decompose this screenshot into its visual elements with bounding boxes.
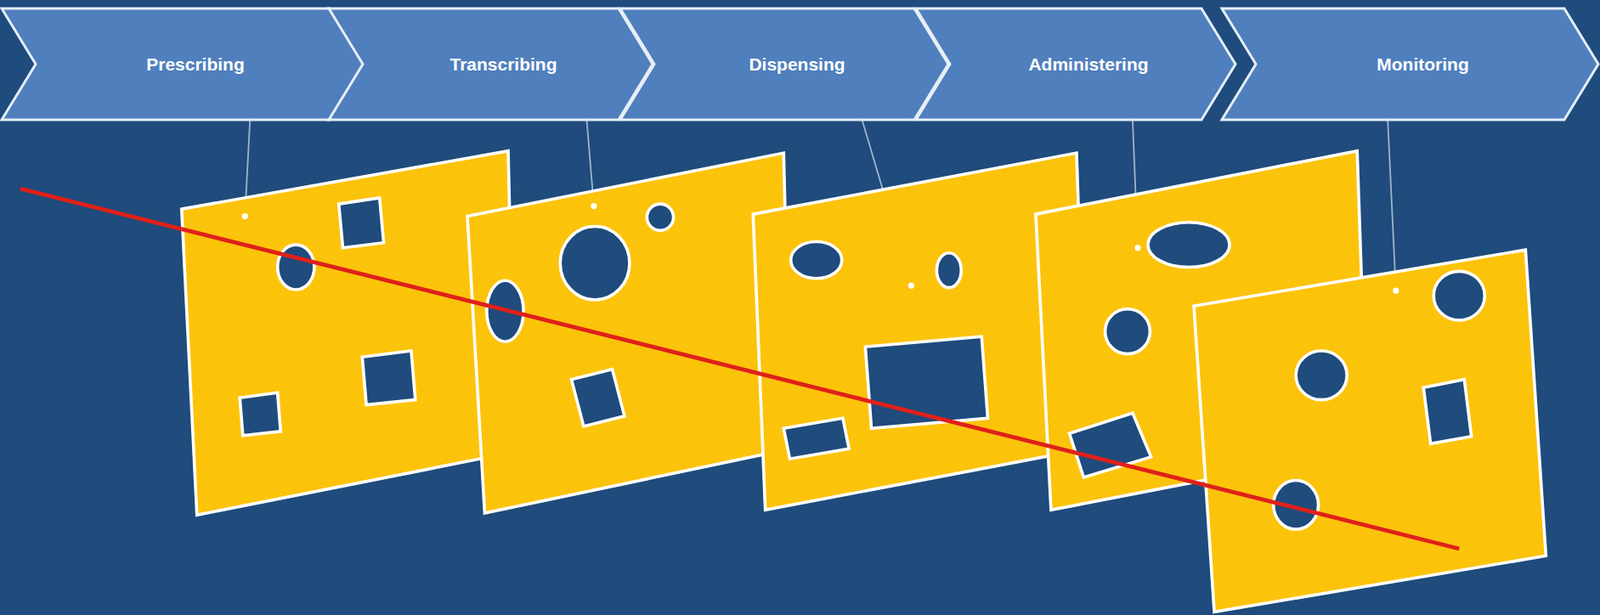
process-chevron: Transcribing: [327, 6, 655, 122]
step-label: Monitoring: [1351, 54, 1469, 75]
step-label: Prescribing: [120, 54, 245, 75]
cheese-slice: [752, 152, 1087, 510]
process-chevron: Dispensing: [618, 6, 950, 122]
step-label: Transcribing: [424, 54, 557, 75]
cheese-slice: [181, 151, 516, 516]
step-label: Administering: [1002, 54, 1148, 75]
hazard-trajectory: [20, 188, 1459, 549]
cheese-slice: [467, 152, 792, 514]
leader-dot: [1392, 288, 1399, 294]
leader-line: [1387, 120, 1397, 292]
leader-dot: [242, 213, 249, 220]
process-chevron: Administering: [914, 6, 1238, 122]
leader-dots: [242, 203, 1400, 294]
cheese-slices: [181, 151, 1547, 613]
process-chevron: Monitoring: [1220, 6, 1600, 122]
leader-dot: [590, 203, 597, 210]
process-chevron: Prescribing: [0, 6, 366, 122]
leader-dot: [908, 282, 915, 289]
cheese-slice: [1193, 249, 1546, 612]
step-label: Dispensing: [723, 54, 845, 75]
leader-dot: [1134, 244, 1141, 251]
